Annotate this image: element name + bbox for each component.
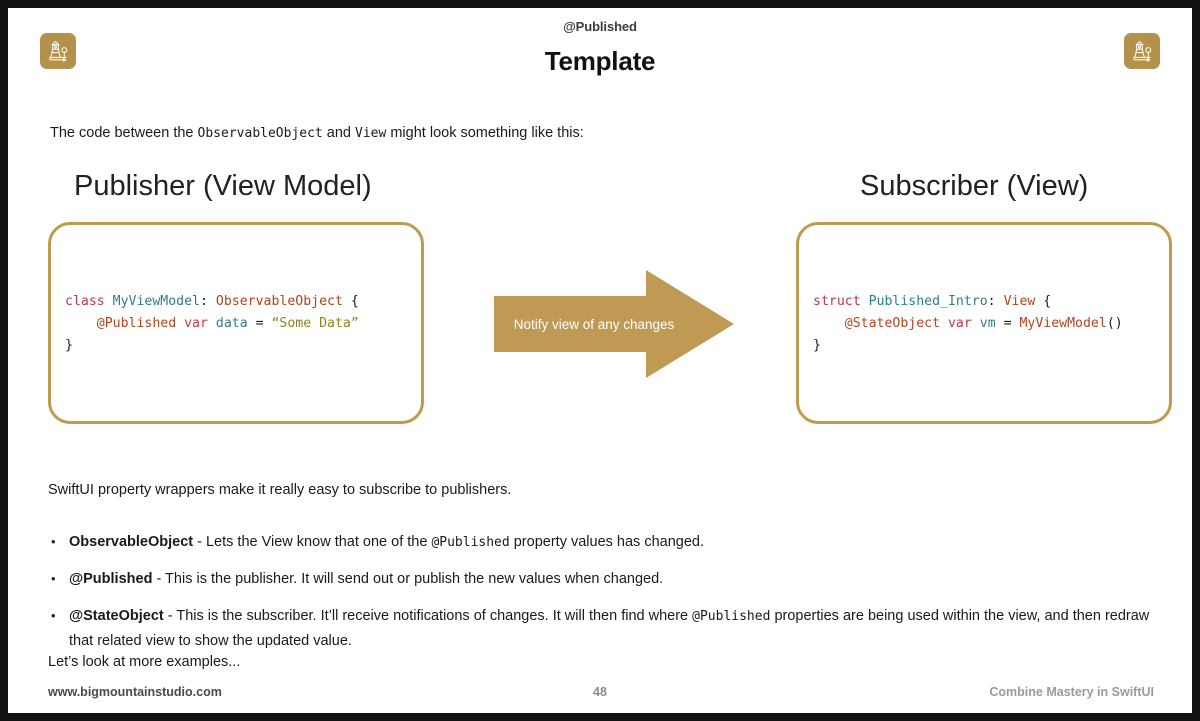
bullet-list: ObservableObject - Lets the View know th… [48, 530, 1168, 665]
footer-book-title: Combine Mastery in SwiftUI [989, 685, 1154, 699]
code-keyword-var: var [940, 316, 980, 331]
notify-arrow: Notify view of any changes [486, 268, 736, 380]
code-colon: : [987, 294, 1004, 309]
code-close-brace: } [813, 338, 821, 353]
code-open-brace: { [342, 294, 359, 309]
bullet-text-before: - This is the subscriber. It’ll receive … [163, 608, 693, 624]
code-var-vm: vm [979, 316, 996, 331]
list-item: ObservableObject - Lets the View know th… [48, 530, 1168, 555]
code-open-brace: { [1035, 294, 1052, 309]
list-item: @StateObject - This is the subscriber. I… [48, 604, 1168, 653]
subscriber-heading: Subscriber (View) [860, 170, 1089, 202]
publisher-code-box: class MyViewModel: ObservableObject { @P… [48, 222, 424, 424]
bullet-term: @Published [69, 571, 153, 587]
code-type-myviewmodel: MyViewModel [112, 294, 200, 309]
bullet-term: @StateObject [69, 608, 164, 624]
page-title: Template [544, 46, 656, 76]
publisher-heading: Publisher (View Model) [74, 170, 372, 202]
code-ref-view: View [1003, 294, 1036, 309]
code-keyword-class: class [65, 294, 113, 309]
subscriber-code-box: struct Published_Intro: View { @StateObj… [796, 222, 1172, 424]
bullet-text-before: - Lets the View know that one of the [193, 534, 432, 550]
subscriber-code: struct Published_Intro: View { @StateObj… [813, 291, 1123, 357]
code-assign: = [247, 316, 272, 331]
bullet-code: @Published [431, 535, 510, 550]
code-assign: = [995, 316, 1020, 331]
intro-text-2: and [322, 125, 356, 141]
code-keyword-struct: struct [813, 294, 869, 309]
intro-text-3: might look something like this: [386, 125, 584, 141]
intro-sentence: The code between the ObservableObject an… [50, 125, 584, 141]
slide-content: @Published Template The code between the… [8, 8, 1192, 713]
footer-page-number: 48 [593, 685, 607, 699]
intro-code-observableobject: ObservableObject [197, 126, 323, 141]
code-string-some-data: “Some Data” [271, 316, 359, 331]
bullet-term: ObservableObject [69, 534, 194, 550]
code-indent [813, 316, 845, 331]
bullet-text-before: - This is the publisher. It will send ou… [152, 571, 664, 587]
code-indent [65, 316, 97, 331]
code-colon: : [199, 294, 216, 309]
bullet-text-after: property values has changed. [509, 534, 704, 550]
lead-paragraph: SwiftUI property wrappers make it really… [48, 482, 512, 498]
slide-kicker: @Published [563, 19, 637, 34]
intro-text-1: The code between the [50, 125, 198, 141]
bullet-code: @Published [692, 609, 771, 624]
code-parens: () [1106, 316, 1123, 331]
code-var-data: data [215, 316, 248, 331]
code-attr-published: @Published [96, 316, 177, 331]
code-ref-observableobject: ObservableObject [215, 294, 343, 309]
list-item: @Published - This is the publisher. It w… [48, 567, 1168, 592]
intro-code-view: View [355, 126, 387, 141]
water-tower-logo-icon [1124, 33, 1160, 69]
footer-website[interactable]: www.bigmountainstudio.com [48, 685, 222, 699]
code-keyword-var: var [176, 316, 216, 331]
bullet-text-after: properties are being used within the vie… [69, 608, 1150, 649]
water-tower-logo-icon [40, 33, 76, 69]
outro-text: Let’s look at more examples... [48, 654, 241, 670]
code-ref-myviewmodel: MyViewModel [1019, 316, 1107, 331]
code-attr-stateobject: @StateObject [844, 316, 941, 331]
code-close-brace: } [65, 338, 73, 353]
publisher-code: class MyViewModel: ObservableObject { @P… [65, 291, 359, 357]
code-type-published-intro: Published_Intro [868, 294, 988, 309]
